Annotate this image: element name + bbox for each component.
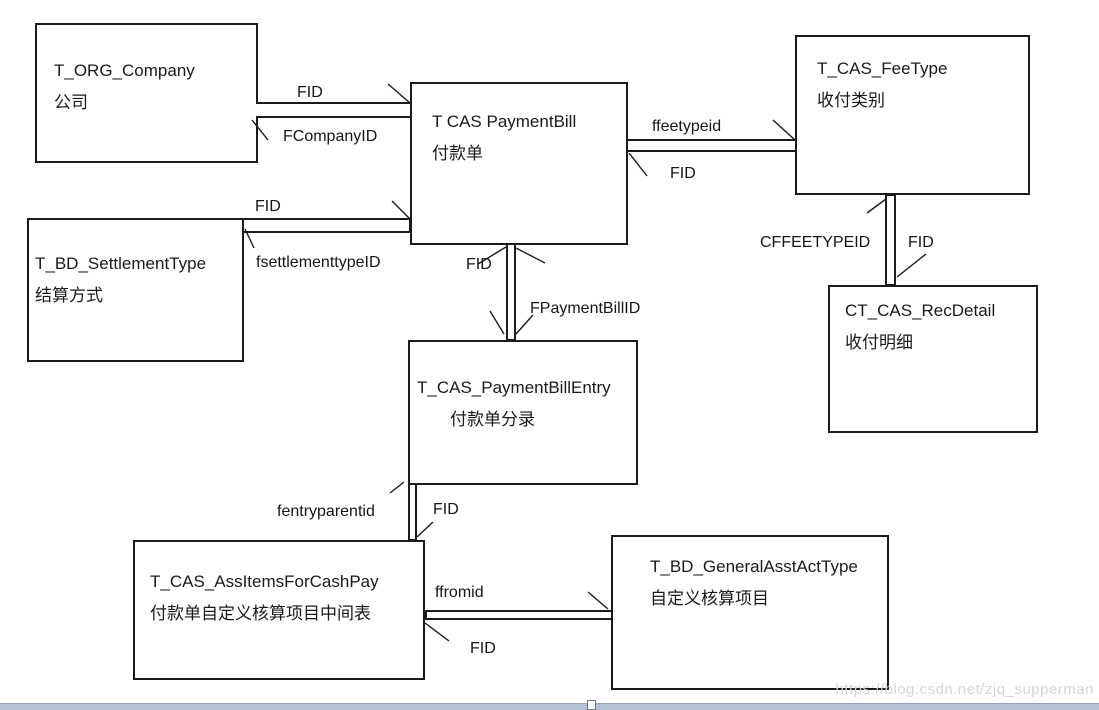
tick-icon [772,119,796,141]
fk-label: ffromid [435,584,484,601]
fk-label: ffeetypeid [652,118,722,135]
tick-icon [416,521,434,538]
entity-name: CT_CAS_RecDetail [845,301,996,320]
entity-name-cn: 公司 [54,93,88,112]
entity-name: T CAS PaymentBill [432,112,577,131]
entity-name: T_CAS_PaymentBillEntry [417,378,611,397]
entity-t-cas-paymentbill: T CAS PaymentBill 付款单 [410,82,628,245]
entity-name-cn: 收付明细 [845,333,913,352]
fk-label: FID [670,165,696,182]
fk-label: FID [470,640,496,657]
tick-icon [515,247,546,264]
tick-icon [866,198,887,214]
entity-t-bd-generalasstacttype: T_BD_GeneralAsstActType 自定义核算项目 [611,535,889,690]
fk-label: FID [908,234,934,251]
entity-name: T_ORG_Company [54,61,195,80]
entity-ct-cas-recdetail: CT_CAS_RecDetail 收付明细 [828,285,1038,433]
connector-entry-assitems [408,483,417,541]
entity-t-cas-assitemsforcashpay: T_CAS_AssItemsForCashPay 付款单自定义核算项目中间表 [133,540,425,680]
watermark-text: https://blog.csdn.net/zjq_supperman [835,681,1094,698]
fk-label: FID [433,501,459,518]
fk-label: FPaymentBillID [530,300,641,317]
connector-paymentbill-entry [506,243,516,341]
entity-name-cn: 自定义核算项目 [650,589,769,608]
tick-icon [391,200,411,220]
connector-settlement-paymentbill [244,218,411,233]
horizontal-scrollbar[interactable] [0,703,1099,710]
tick-icon [387,83,411,104]
entity-t-cas-feetype: T_CAS_FeeType 收付类别 [795,35,1030,195]
entity-t-bd-settlementtype: T_BD_SettlementType 结算方式 [27,218,244,362]
entity-name-cn: 付款单分录 [450,410,535,429]
entity-name-cn: 收付类别 [817,91,885,110]
fk-label: CFFEETYPEID [760,234,871,251]
connector-assitems-generalasst [425,610,613,620]
connector-feetype-recdetail [885,194,896,286]
entity-name-cn: 付款单自定义核算项目中间表 [150,604,371,623]
entity-t-org-company: T_ORG_Company 公司 [35,23,258,163]
entity-t-cas-paymentbillentry: T_CAS_PaymentBillEntry 付款单分录 [408,340,638,485]
fk-label: FID [297,84,323,101]
scrollbar-thumb-notch[interactable] [587,700,596,710]
fk-label: FCompanyID [283,128,378,145]
fk-label: FID [255,198,281,215]
entity-name: T_CAS_AssItemsForCashPay [150,572,379,591]
fk-label: FID [466,256,492,273]
entity-name-cn: 付款单 [432,144,483,163]
entity-name: T_CAS_FeeType [817,59,948,78]
tick-icon [628,152,648,177]
fk-label: fsettlementtypeID [256,254,381,271]
fk-label: fentryparentid [277,503,375,520]
entity-name: T_BD_GeneralAsstActType [650,557,858,576]
connector-company-paymentbill [256,102,412,118]
tick-icon [424,622,450,642]
connector-paymentbill-feetype [626,139,797,152]
entity-name: T_BD_SettlementType [35,254,207,273]
tick-icon [489,310,505,335]
tick-icon [389,481,405,494]
tick-icon [896,253,927,278]
tick-icon [587,591,609,610]
entity-name-cn: 结算方式 [35,286,103,305]
